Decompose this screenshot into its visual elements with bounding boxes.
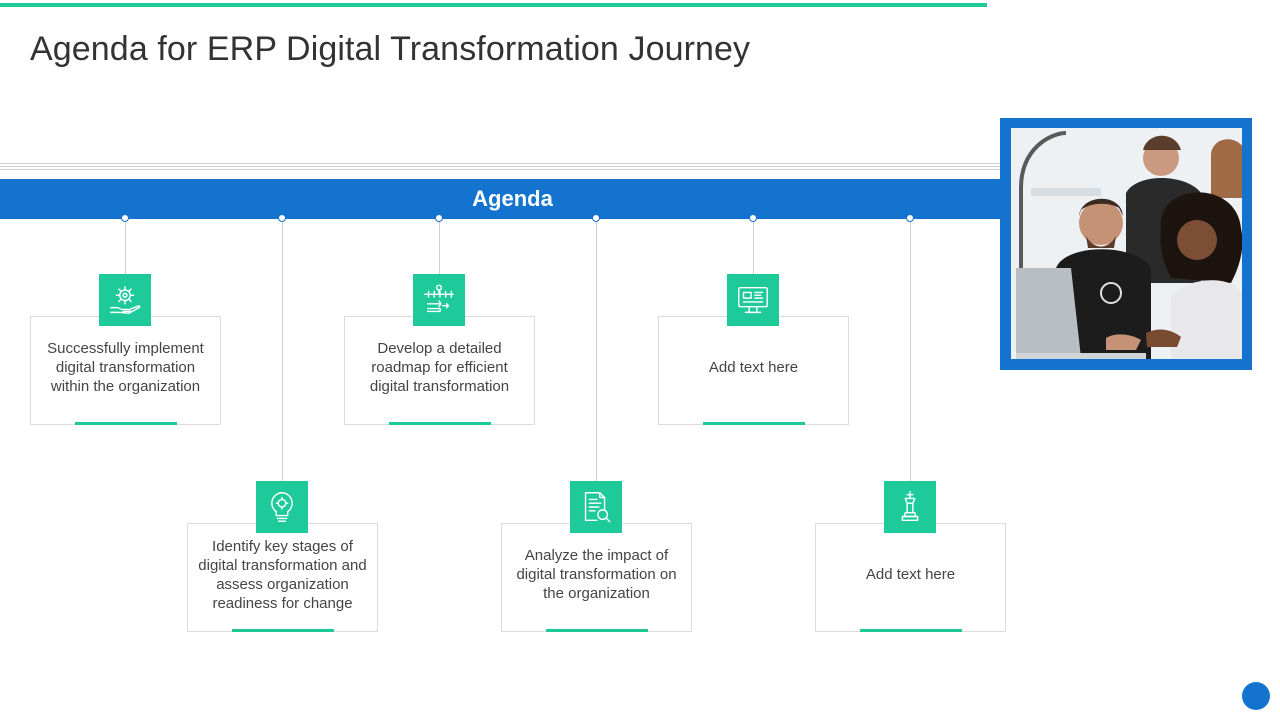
lightbulb-gear-icon <box>256 481 308 533</box>
photo-frame <box>1000 118 1252 370</box>
hand-pointing-roadmap-icon <box>413 274 465 326</box>
agenda-card-text: Add text here <box>865 566 956 583</box>
agenda-card-text: Successfully implement digital transform… <box>47 340 204 395</box>
connector-dot-6 <box>906 214 914 222</box>
agenda-card-text: Identify key stages of digital transform… <box>198 537 367 612</box>
agenda-card-3: Develop a detailed roadmap for efficient… <box>344 316 535 425</box>
connector-line-1 <box>125 219 126 274</box>
connector-line-2 <box>282 219 283 481</box>
agenda-card-1: Successfully implement digital transform… <box>30 316 221 425</box>
agenda-card-4: Analyze the impact of digital transforma… <box>501 523 692 632</box>
connector-line-6 <box>910 219 911 481</box>
card-underline <box>860 629 962 632</box>
connector-dot-2 <box>278 214 286 222</box>
slide-title: Agenda for ERP Digital Transformation Jo… <box>30 30 751 68</box>
agenda-card-text: Analyze the impact of digital transforma… <box>516 547 677 602</box>
chess-king-icon <box>884 481 936 533</box>
agenda-card-6: Add text here <box>815 523 1006 632</box>
top-accent-rule <box>0 3 987 7</box>
card-underline <box>75 422 177 425</box>
gear-in-hand-icon <box>99 274 151 326</box>
agenda-banner-label: Agenda <box>472 186 553 211</box>
decorative-lines <box>0 163 1000 171</box>
connector-line-4 <box>596 219 597 481</box>
team-at-laptop-photo <box>1011 128 1242 359</box>
agenda-card-5: Add text here <box>658 316 849 425</box>
card-underline <box>389 422 491 425</box>
agenda-card-text: Develop a detailed roadmap for efficient… <box>369 340 510 395</box>
connector-dot-4 <box>592 214 600 222</box>
document-magnifier-icon <box>570 481 622 533</box>
card-underline <box>232 629 334 632</box>
card-underline <box>703 422 805 425</box>
connector-line-3 <box>439 219 440 274</box>
connector-dot-3 <box>435 214 443 222</box>
connector-dot-1 <box>121 214 129 222</box>
agenda-card-2: Identify key stages of digital transform… <box>187 523 378 632</box>
agenda-banner <box>0 179 1000 219</box>
agenda-card-text: Add text here <box>708 359 799 376</box>
computer-monitor-icon <box>727 274 779 326</box>
connector-line-5 <box>753 219 754 274</box>
connector-dot-5 <box>749 214 757 222</box>
corner-decoration-dot <box>1242 682 1270 710</box>
card-underline <box>546 629 648 632</box>
